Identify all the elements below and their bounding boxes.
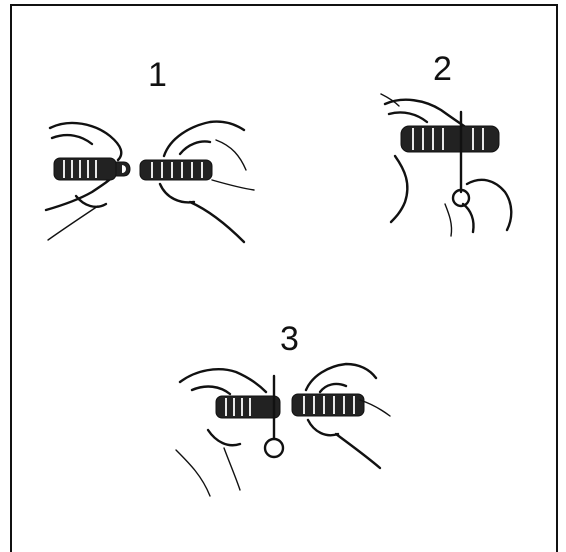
step-2-illustration [375, 92, 525, 242]
step-2-number: 2 [433, 52, 452, 86]
right-connector-plug [140, 160, 212, 180]
step-1-number: 1 [148, 58, 167, 92]
joined-connector [401, 126, 499, 152]
step-3-illustration [170, 360, 400, 510]
left-connector-plug [54, 158, 130, 180]
step-1-illustration [40, 110, 260, 250]
left-connector-plug [216, 396, 280, 418]
step-3-number: 3 [280, 322, 299, 356]
right-connector-plug [292, 394, 364, 416]
